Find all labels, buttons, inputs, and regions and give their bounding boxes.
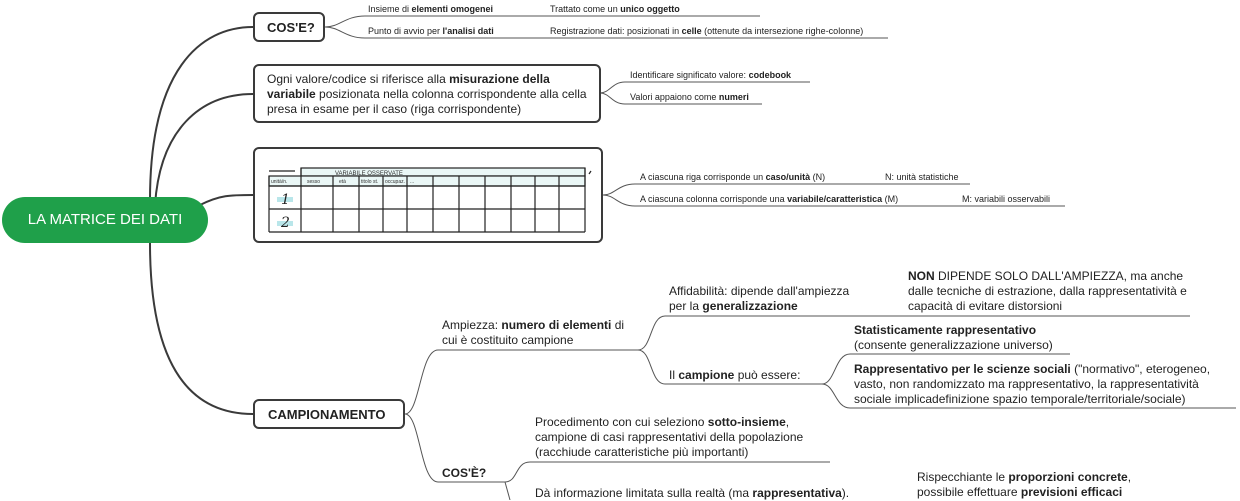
informazione-node: Dà informazione limitata sulla realtà (m… — [535, 486, 850, 500]
root-node[interactable]: LA MATRICE DEI DATI — [2, 197, 208, 243]
cose-child-1: Insieme di elementi omogenei — [368, 4, 494, 14]
matrix-header-top: VARIABILE OSSERVATE — [335, 171, 403, 177]
link-root-camp — [149, 242, 254, 415]
root-label: LA MATRICE DEI DATI — [27, 211, 183, 228]
cose-label: COS'E? — [267, 20, 315, 35]
campionamento-label: CAMPIONAMENTO — [268, 407, 386, 422]
affidabilita-node: Affidabilità: dipende dall'ampiezza per … — [669, 284, 850, 313]
matrix-colhead-5: occupaz. — [385, 179, 405, 185]
stat-rappr-node: Statisticamente rappresentativo(consente… — [854, 323, 1053, 352]
valore-child-1: Identificare significato valore: codeboo… — [630, 70, 792, 80]
link-root-cose — [149, 26, 254, 201]
cose-box[interactable]: COS'E? — [253, 12, 325, 42]
matrix-colhead-4: titolo st. — [361, 179, 378, 185]
link-root-valore — [154, 93, 254, 206]
matrix-colhead-2: sesso — [307, 179, 320, 185]
non-dipende-node: NON DIPENDE SOLO DALL'AMPIEZZA, ma anche… — [908, 269, 1187, 313]
matrix-child-1b: N: unità statistiche — [885, 172, 959, 182]
cose-child-3: Punto di avvio per l'analisi dati — [368, 26, 494, 36]
matrix-child-1: A ciascuna riga corrisponde un caso/unit… — [640, 172, 826, 182]
matrix-sketch: VARIABILE OSSERVATE unità/n. sesso età t… — [268, 167, 592, 233]
campionamento-box[interactable]: CAMPIONAMENTO — [253, 399, 405, 429]
matrix-colhead-3: età — [339, 179, 346, 185]
valore-box[interactable]: Ogni valore/codice si riferisce alla mis… — [253, 64, 601, 123]
rappr-sociale-node: Rappresentativo per le scienze sociali (… — [854, 362, 1211, 406]
matrix-child-2b: M: variabili osservabili — [962, 194, 1051, 204]
matrix-row-2: 2 — [280, 215, 290, 231]
matrix-colhead-6: ... — [410, 179, 414, 185]
link-root-matrix — [199, 194, 254, 206]
rispecchiante-node: Rispecchiante le proporzioni concrete, p… — [917, 470, 1132, 499]
campione-node: Il campione può essere: — [669, 368, 801, 382]
matrix-row-1: 1 — [281, 192, 290, 208]
cose-child-2: Trattato come un unico oggetto — [550, 4, 680, 14]
cose2-label: COS'È? — [442, 466, 487, 480]
matrix-colhead-1: unità/n. — [271, 179, 287, 185]
valore-text: Ogni valore/codice si riferisce alla mis… — [267, 72, 587, 116]
procedimento-node: Procedimento con cui seleziono sotto-ins… — [535, 415, 804, 459]
matrix-child-2: A ciascuna colonna corrisponde una varia… — [640, 194, 899, 204]
cose-child-4: Registrazione dati: posizionati in celle… — [550, 26, 864, 36]
ampiezza-node: Ampiezza: numero di elementi di cui è co… — [442, 318, 625, 347]
matrix-image-box[interactable]: VARIABILE OSSERVATE unità/n. sesso età t… — [253, 147, 603, 243]
valore-child-2: Valori appaiono come numeri — [630, 92, 749, 102]
